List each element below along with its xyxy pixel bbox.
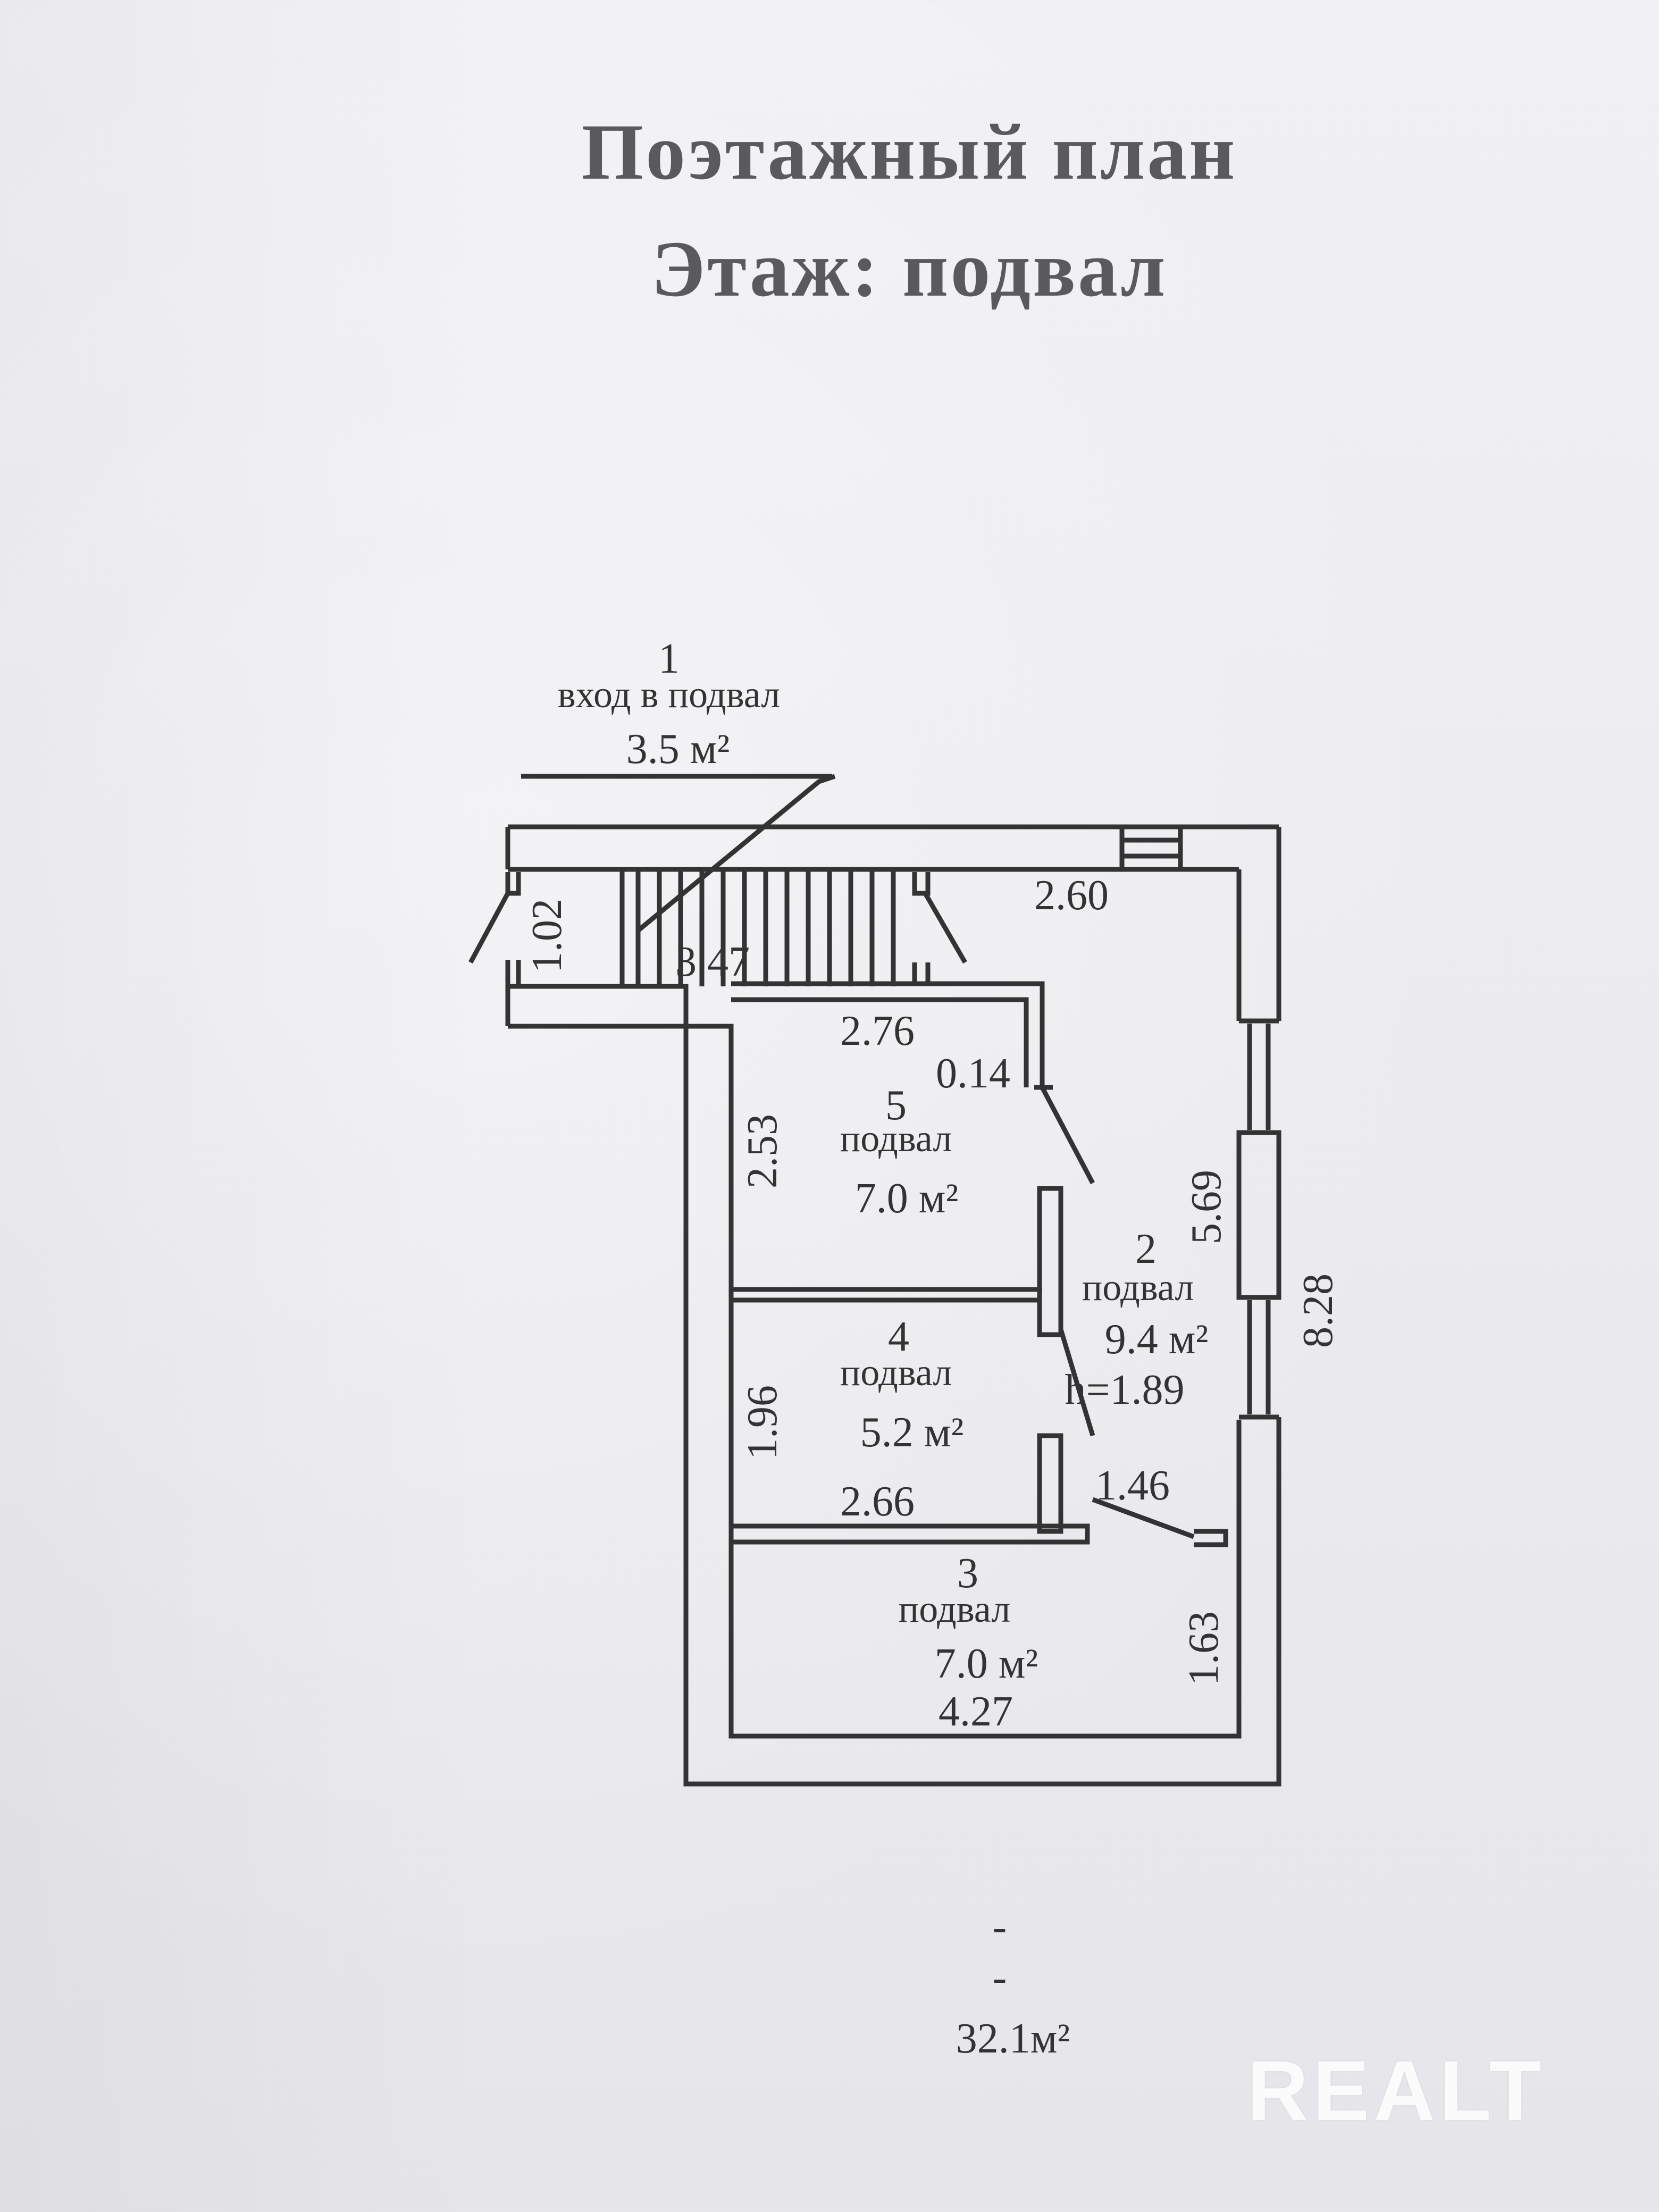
partition-col1 <box>1037 1186 1063 1337</box>
room2-name: подвал <box>1082 1266 1194 1309</box>
dim-stair-height: 1.02 <box>524 899 571 973</box>
room2-height: h=1.89 <box>1065 1367 1184 1413</box>
top-window <box>1119 827 1180 869</box>
room4-3-wall <box>731 1523 1090 1545</box>
room2-number: 2 <box>1135 1226 1157 1272</box>
room4-door <box>1058 1328 1095 1437</box>
room3-name: подвал <box>899 1588 1011 1630</box>
dim-room5-gap: 0.14 <box>936 1050 1010 1097</box>
floor-subtitle: Этаж: подвал <box>651 225 1168 313</box>
dim-room4-height: 1.96 <box>739 1385 786 1460</box>
dim-room2-right: 5.69 <box>1183 1170 1230 1244</box>
dash-1: - <box>993 1904 1007 1950</box>
wall-right-seg2 <box>1236 1130 1281 1300</box>
dim-stair-length: 3.47 <box>675 939 750 985</box>
realt-watermark: REALT <box>1247 2043 1546 2138</box>
dim-room3-width: 4.27 <box>939 1688 1013 1735</box>
stair-cut <box>636 774 836 933</box>
room5-number: 5 <box>885 1082 907 1129</box>
room4-area: 5.2 м² <box>860 1409 964 1456</box>
left-door <box>468 872 521 986</box>
room5-door <box>1034 1085 1095 1185</box>
room5-area: 7.0 м² <box>855 1175 959 1222</box>
stair-door <box>912 872 967 984</box>
partition-col2 <box>1037 1433 1063 1534</box>
dash-2: - <box>993 1954 1007 2001</box>
dim-total-height: 8.28 <box>1295 1273 1342 1348</box>
dim-room2-bottom: 1.46 <box>1095 1462 1170 1509</box>
dim-room5-height: 2.53 <box>739 1114 786 1188</box>
total-area: 32.1м² <box>956 2015 1070 2062</box>
room4-number: 4 <box>888 1313 909 1360</box>
room5-top-wall <box>731 981 1045 1087</box>
dim-room3-height: 1.63 <box>1180 1611 1227 1686</box>
room3-area: 7.0 м² <box>935 1640 1038 1687</box>
room3-door <box>1092 1497 1228 1547</box>
wall-right-win2 <box>1247 1300 1271 1414</box>
wall-stair-bottom-outer <box>508 984 1281 1787</box>
page-title: Поэтажный план <box>581 108 1237 196</box>
dim-top-width: 2.60 <box>1034 872 1109 919</box>
dim-room4-width: 2.66 <box>840 1478 915 1525</box>
room1-area: 3.5 м² <box>626 726 730 773</box>
wall-right-win1 <box>1247 1024 1271 1130</box>
room4-name: подвал <box>840 1351 952 1394</box>
room2-area: 9.4 м² <box>1105 1316 1209 1363</box>
dim-room5-width: 2.76 <box>840 1008 915 1054</box>
room1-number: 1 <box>658 635 680 682</box>
room3-number: 3 <box>957 1550 978 1597</box>
room5-4-wall <box>731 1287 1042 1303</box>
room5-name: подвал <box>840 1117 952 1160</box>
wall-right-block-top <box>1178 827 1239 872</box>
room1-name: вход в подвал <box>558 673 780 716</box>
